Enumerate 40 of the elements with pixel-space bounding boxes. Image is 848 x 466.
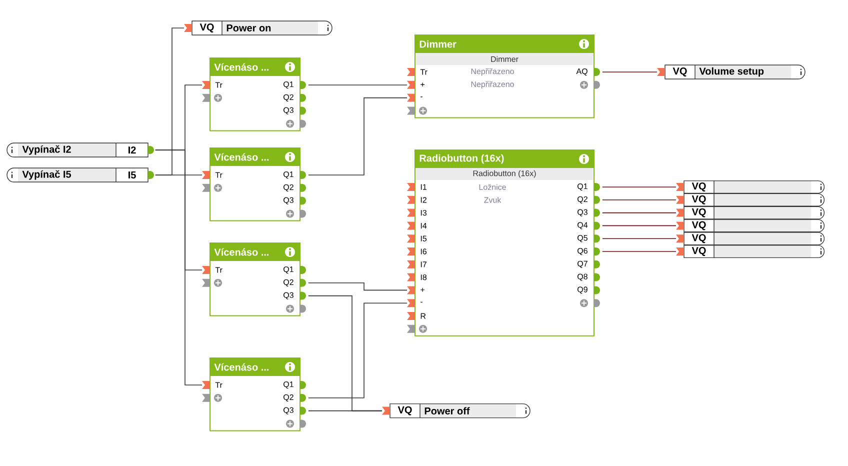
output-block: VQ (676, 180, 825, 194)
node-label: VQ (692, 247, 706, 256)
node-label: I5 (128, 172, 136, 178)
function-block: Vícenáso ... Tr Q1 Q2 Q3 (202, 358, 306, 432)
node-label: VQ (692, 208, 706, 218)
output-block: VQ Volume setup (657, 64, 806, 80)
connector (308, 302, 408, 398)
connector (155, 150, 202, 386)
output-block: VQ (676, 219, 825, 232)
node-label: VQ (692, 234, 706, 244)
function-block: Radiobutton (16x) Radiobutton (16x) I1 Ložnice Q1 I2 Zvuk Q2 I3 Q3 I4 Q4 I5 Q5 I6 Q6 I7 Q7 I8 Q8 + Q9 - R (407, 150, 600, 336)
node-label: VQ (692, 182, 706, 192)
connector (602, 186, 676, 188)
node-label: VQ (692, 195, 706, 204)
connector (602, 238, 676, 239)
connector (308, 410, 382, 412)
connector (155, 174, 202, 176)
output-block: VQ Power off (382, 403, 530, 418)
output-block: VQ (676, 244, 825, 258)
connector (308, 282, 408, 291)
function-block: Vícenáso ... Tr Q1 Q2 Q3 (202, 58, 306, 132)
output-block: VQ (676, 232, 825, 246)
connector (602, 251, 676, 252)
node-label: VQ (692, 221, 706, 230)
node-label: VQ (672, 68, 687, 76)
node-label: VQ (398, 406, 412, 416)
input-block: Vypínač I2 I2 (6, 142, 154, 158)
node-label: I2 (128, 146, 136, 154)
connector (308, 84, 408, 86)
connector (308, 97, 408, 176)
output-block: VQ (676, 206, 825, 220)
output-block: VQ Power on (184, 20, 332, 36)
function-block: Vícenáso ... Tr Q1 Q2 Q3 (202, 148, 306, 222)
node-label: VQ (200, 24, 214, 32)
connector (602, 225, 676, 226)
output-block: VQ (676, 193, 825, 206)
function-block: Dimmer Dimmer Tr Nepřiřazeno AQ + Nepřiřazeno - (407, 34, 600, 118)
function-block: Vícenáso ... Tr Q1 Q2 Q3 (202, 242, 306, 316)
input-block: Vypínač I5 I5 (6, 168, 154, 182)
connector (602, 212, 676, 214)
